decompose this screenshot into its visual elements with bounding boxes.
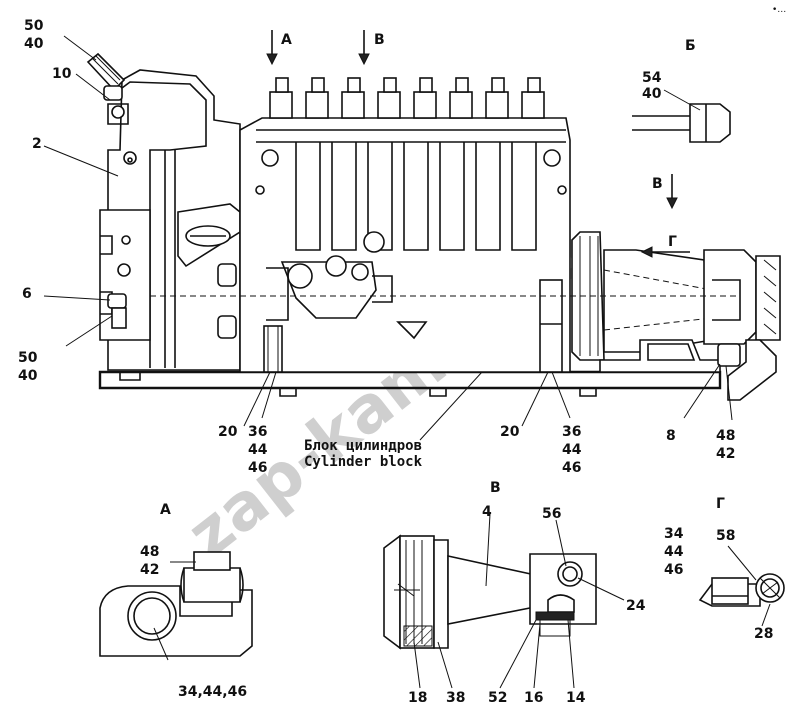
callout-40-top: 40	[24, 36, 44, 52]
callout-44-left: 44	[248, 442, 268, 458]
callout-40-b: 40	[642, 86, 662, 102]
detailG-callout-58: 58	[716, 528, 735, 544]
main-pump-view: А В В Г	[43, 30, 781, 441]
callout-6: 6	[22, 286, 32, 302]
view-arrow-v-right: В	[652, 174, 678, 210]
caption-ru: Блок цилиндров	[304, 438, 422, 454]
view-arrow-a: А	[266, 30, 292, 66]
detailV-callout-14: 14	[566, 690, 586, 706]
callout-54: 54	[642, 70, 662, 86]
callout-40-low: 40	[18, 368, 38, 384]
drain-fitting-left	[263, 325, 283, 373]
detail-a-title: А	[160, 502, 171, 518]
corner-mark: •…	[772, 5, 786, 15]
callout-2: 2	[32, 136, 42, 152]
detailG-callout-46: 46	[664, 562, 683, 578]
delivery-valve-holders	[269, 77, 545, 119]
detailV-callout-4: 4	[482, 504, 492, 520]
callout-42-right: 42	[716, 446, 735, 462]
detailV-callout-16: 16	[524, 690, 543, 706]
detail-a: А 48 42 34,44,46	[99, 502, 253, 700]
plunger-sections	[255, 142, 567, 251]
detail-g: Г 34 44 46 58 28	[664, 496, 785, 642]
callout-10: 10	[52, 66, 72, 82]
caption-en: Cylinder block	[304, 454, 423, 470]
detail-v: В 4 56 24 18 38 52 16 14	[383, 480, 646, 706]
callout-48-right: 48	[716, 428, 735, 444]
callout-20-mid: 20	[500, 424, 520, 440]
banjo-fitting-6	[107, 293, 127, 309]
callout-50-top: 50	[24, 18, 44, 34]
callout-36-left: 36	[248, 424, 267, 440]
callout-36-mid: 36	[562, 424, 581, 440]
view-arrow-v-right-label: В	[652, 176, 663, 192]
drain-fitting-right	[539, 279, 563, 373]
callout-50-low: 50	[18, 350, 38, 366]
detailG-callout-44: 44	[664, 544, 684, 560]
view-arrow-g-label: Г	[668, 234, 677, 250]
detailV-callout-56: 56	[542, 506, 561, 522]
view-b-title: Б	[685, 38, 696, 54]
detailG-callout-34: 34	[664, 526, 684, 542]
fuel-feed-pump	[266, 231, 428, 340]
detail-v-title: В	[490, 480, 501, 496]
detailV-callout-24: 24	[626, 598, 646, 614]
detailV-callout-52: 52	[488, 690, 507, 706]
detailA-callout-42: 42	[140, 562, 159, 578]
callout-46-mid: 46	[562, 460, 581, 476]
view-arrow-a-label: А	[281, 32, 292, 48]
detailA-callout-48: 48	[140, 544, 159, 560]
view-arrow-b: В	[358, 30, 385, 66]
view-arrow-g: Г	[640, 234, 690, 258]
detailV-callout-18: 18	[408, 690, 427, 706]
detailA-callout-34: 34,44,46	[178, 684, 247, 700]
detail-g-title: Г	[716, 496, 725, 512]
banjo-fitting-top	[86, 52, 129, 125]
drive-coupling	[571, 231, 781, 361]
injection-pump-body	[239, 117, 571, 373]
detailV-callout-38: 38	[446, 690, 465, 706]
fitting-8	[717, 343, 741, 367]
view-arrow-v-label: В	[374, 32, 385, 48]
view-b-detail: Б 54 40	[632, 38, 731, 143]
detailG-callout-28: 28	[754, 626, 773, 642]
callout-44-mid: 44	[562, 442, 582, 458]
callout-8: 8	[666, 428, 676, 444]
callout-46-left: 46	[248, 460, 267, 476]
callout-20-left: 20	[218, 424, 238, 440]
